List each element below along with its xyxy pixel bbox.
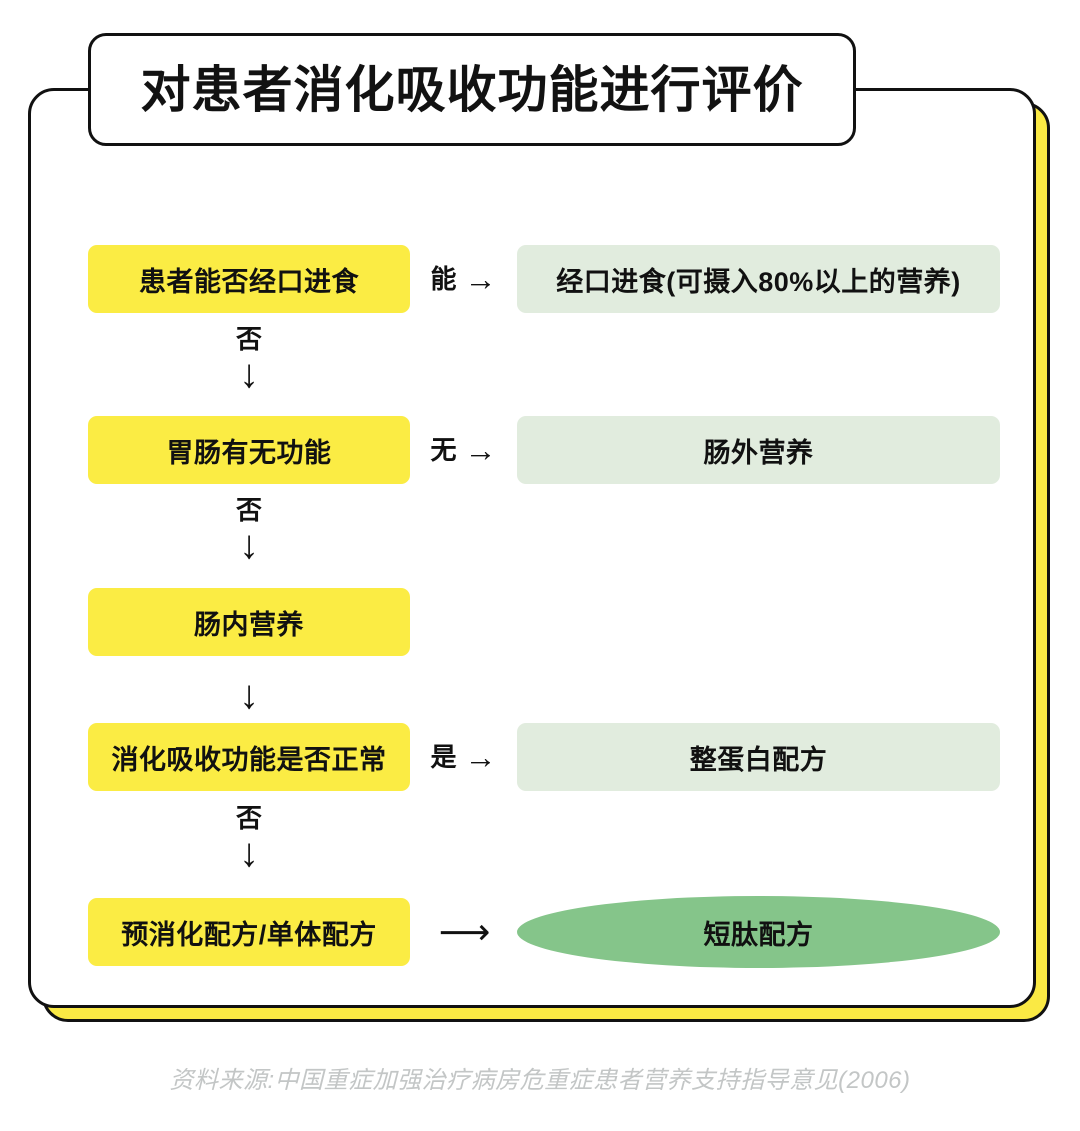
flow-row-5: 预消化配方/单体配方 ⟶ 短肽配方 xyxy=(88,896,1000,968)
arrow-right-icon-1: → xyxy=(464,261,497,297)
arrow-down-icon-3: ↓ xyxy=(239,673,259,717)
page-title: 对患者消化吸收功能进行评价 xyxy=(140,61,804,118)
outcome-label-1: 经口进食(可摄入80%以上的营养) xyxy=(556,266,961,297)
title-pill: 对患者消化吸收功能进行评价 xyxy=(88,33,856,146)
vertical-connector-4: 否 ↓ xyxy=(88,795,410,883)
decision-box-2[interactable]: 胃肠有无功能 xyxy=(88,416,410,484)
decision-label-5: 预消化配方/单体配方 xyxy=(121,919,377,950)
decision-box-5[interactable]: 预消化配方/单体配方 xyxy=(88,898,410,966)
outcome-ellipse-5[interactable]: 短肽配方 xyxy=(517,896,1000,968)
vertical-connector-2: 否 ↓ xyxy=(88,487,410,575)
decision-box-1[interactable]: 患者能否经口进食 xyxy=(88,245,410,313)
branch-label-1: 能 xyxy=(430,264,457,294)
frame-outline xyxy=(28,88,1036,1008)
flow-row-4: 消化吸收功能是否正常 是 → 整蛋白配方 xyxy=(88,723,1000,791)
outcome-label-2: 肠外营养 xyxy=(703,437,814,468)
outcome-box-1[interactable]: 经口进食(可摄入80%以上的营养) xyxy=(517,245,1000,313)
connector-label-4: 否 xyxy=(235,803,262,833)
arrow-down-icon-2: ↓ xyxy=(239,523,259,567)
source-caption: 资料来源:中国重症加强治疗病房危重症患者营养支持指导意见(2006) xyxy=(169,1067,911,1094)
outcome-label-4: 整蛋白配方 xyxy=(689,744,828,775)
branch-connector-1: 能 → xyxy=(410,263,517,295)
vertical-connector-3: ↓ xyxy=(88,660,410,730)
decision-label-4: 消化吸收功能是否正常 xyxy=(111,744,387,775)
branch-connector-5: ⟶ xyxy=(410,914,517,950)
connector-label-2: 否 xyxy=(235,495,262,525)
flow-row-3: 肠内营养 xyxy=(88,588,1000,656)
outcome-label-5: 短肽配方 xyxy=(703,919,814,950)
decision-box-4[interactable]: 消化吸收功能是否正常 xyxy=(88,723,410,791)
branch-connector-4: 是 → xyxy=(410,741,517,773)
flow-row-1: 患者能否经口进食 能 → 经口进食(可摄入80%以上的营养) xyxy=(88,245,1000,313)
arrow-right-long-icon-5: ⟶ xyxy=(438,911,491,952)
arrow-down-icon-1: ↓ xyxy=(239,352,259,396)
decision-label-2: 胃肠有无功能 xyxy=(166,437,332,468)
connector-label-1: 否 xyxy=(235,324,262,354)
flowchart: 患者能否经口进食 能 → 经口进食(可摄入80%以上的营养) 否 ↓ 胃肠有无功… xyxy=(88,245,1000,968)
flow-row-2: 胃肠有无功能 无 → 肠外营养 xyxy=(88,416,1000,484)
vertical-connector-1: 否 ↓ xyxy=(88,316,410,404)
branch-label-2: 无 xyxy=(430,435,457,465)
arrow-right-icon-2: → xyxy=(464,432,497,468)
arrow-right-icon-4: → xyxy=(464,739,497,775)
decision-label-3: 肠内营养 xyxy=(194,609,304,640)
arrow-down-icon-4: ↓ xyxy=(239,831,259,875)
decision-box-3[interactable]: 肠内营养 xyxy=(88,588,410,656)
decision-label-1: 患者能否经口进食 xyxy=(139,266,359,297)
outcome-box-4[interactable]: 整蛋白配方 xyxy=(517,723,1000,791)
branch-label-4: 是 xyxy=(430,742,457,772)
outcome-box-2[interactable]: 肠外营养 xyxy=(517,416,1000,484)
branch-connector-2: 无 → xyxy=(410,434,517,466)
